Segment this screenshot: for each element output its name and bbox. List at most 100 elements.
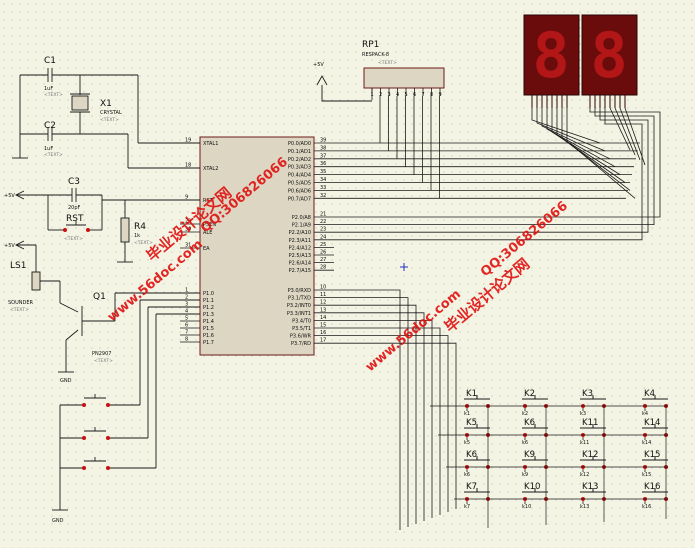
mcu-pin-number: 16: [320, 330, 326, 336]
key-ref: K4: [644, 389, 655, 399]
mcu-pin-name: P0.2/AD2: [288, 157, 311, 163]
key-sub: k3: [580, 411, 586, 417]
bus-wire: [614, 107, 636, 156]
key-sub: k10: [522, 504, 531, 510]
mcu-pin-number: 3: [185, 302, 188, 308]
bus-wire: [334, 108, 643, 241]
rp1-pin-number: 8: [430, 92, 433, 98]
key-ref: K9: [524, 450, 535, 460]
ls1-ref: LS1: [10, 261, 26, 271]
mcu-pin-name: P2.3/A11: [289, 238, 311, 244]
rst-text: <TEXT>: [64, 236, 83, 242]
mcu-pin-number: 36: [320, 161, 326, 167]
mcu-pin-number: 31: [185, 243, 191, 249]
c1-text: <TEXT>: [44, 92, 63, 98]
mcu-pin-number: 13: [320, 307, 326, 313]
mcu-pin-name: P0.0/AD0: [288, 141, 311, 147]
bus-wire: [334, 327, 441, 515]
clock-circuit: [12, 68, 200, 169]
keypad-key[interactable]: K3 k3: [580, 389, 606, 417]
mcu-pin-name: P1.3: [203, 312, 214, 318]
mcu-pin-name: P1.4: [203, 319, 214, 325]
key-sub: k13: [580, 504, 589, 510]
rp1-pin-number: 2: [379, 92, 382, 98]
mcu-pin-name: P2.7/A15: [289, 268, 311, 274]
power-label: +5V: [313, 62, 324, 68]
mcu-pin-number: 17: [320, 338, 326, 344]
bus-wire: [541, 108, 611, 160]
r4-value: 1k: [134, 233, 140, 239]
mcu-pin-name: P3.2/INT0: [287, 303, 311, 309]
power-symbol: +5V: [313, 62, 372, 102]
mcu-pin-number: 27: [320, 257, 326, 263]
key-ref: K5: [466, 418, 477, 428]
bus-wires: [334, 96, 661, 530]
c3-value: 20pF: [68, 205, 81, 211]
bus-wire: [561, 108, 631, 191]
rp1-pin-number: 3: [388, 92, 391, 98]
q1-value: PN2907: [92, 351, 111, 357]
mcu-pin-name: P0.3/AD3: [288, 165, 311, 171]
mcu-pin-name: EA: [203, 246, 210, 252]
x1-value: CRYSTAL: [100, 110, 122, 116]
mcu-pin-name: P0.5/AD5: [288, 181, 311, 187]
bus-wire: [556, 108, 626, 183]
bus-wire: [334, 289, 401, 530]
key-sub: k4: [642, 411, 648, 417]
seven-segment-display-1: 8: [523, 14, 580, 96]
key-ref: K3: [582, 389, 593, 399]
key-ref: K6: [466, 450, 477, 460]
c3-ref: C3: [68, 177, 80, 187]
bus-wire: [334, 297, 409, 527]
mcu-pin-name: P3.4/T0: [292, 318, 311, 324]
mcu-pin-number: 37: [320, 153, 326, 159]
keypad-key[interactable]: K4 k4: [642, 389, 668, 417]
mcu-pin-number: 34: [320, 177, 326, 183]
power-label-reset: +5V: [4, 193, 15, 199]
mcu-pin-number: 35: [320, 169, 326, 175]
bus-wire: [334, 304, 417, 524]
q1-text: <TEXT>: [94, 358, 113, 364]
key-ref: K13: [582, 482, 598, 492]
mcu-8051: 19XTAL118XTAL29RST29PSEN30ALE31EA1P1.02P…: [180, 136, 334, 356]
bus-wire: [334, 342, 457, 509]
key-sub: k15: [642, 472, 651, 478]
keypad-key[interactable]: K13 k13: [580, 482, 606, 510]
bus-wire: [551, 108, 621, 175]
buzzer-circuit: [14, 240, 200, 373]
mcu-pin-number: 10: [320, 285, 326, 291]
mcu-pin-number: 9: [185, 195, 188, 201]
key-sub: k16: [642, 504, 651, 510]
mcu-pin-name: P0.6/AD6: [288, 188, 311, 194]
side-buttons: [52, 299, 200, 511]
mcu-pin-number: 28: [320, 265, 326, 271]
mcu-pin-name: P0.7/AD7: [288, 196, 311, 202]
mcu-pin-name: P1.6: [203, 333, 214, 339]
bus-wire: [531, 108, 601, 144]
bus-wire: [334, 108, 655, 226]
mcu-pin-number: 25: [320, 242, 326, 248]
rst-ref: RST: [66, 214, 84, 224]
mcu-pin-number: 29: [185, 219, 191, 225]
power-label-buzzer: +5V: [4, 243, 15, 249]
mcu-pin-number: 4: [185, 309, 188, 315]
mcu-pin-number: 12: [320, 300, 326, 306]
seven-segment-display-2: 8: [581, 14, 638, 96]
ls1-value: SOUNDER: [8, 300, 34, 306]
bus-wire: [334, 108, 649, 233]
mcu-pin-name: P2.6/A14: [289, 261, 311, 267]
